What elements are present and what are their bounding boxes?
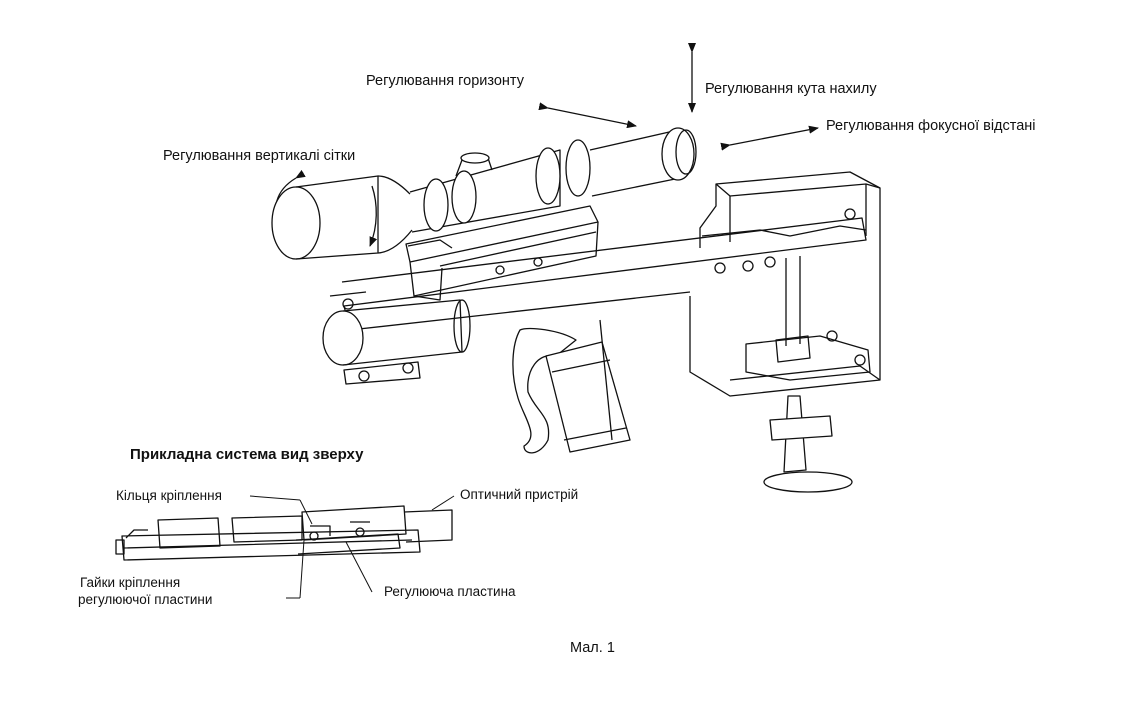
label-tilt: Регулювання кута нахилу xyxy=(705,81,877,97)
top-view-drawing xyxy=(115,505,453,561)
leader-lines xyxy=(249,495,455,599)
label-nuts-2: регулюючої пластини xyxy=(78,592,213,607)
label-plate: Регулююча пластина xyxy=(384,584,516,599)
label-nuts-1: Гайки кріплення xyxy=(80,575,181,590)
top-view-heading: Прикладна система вид зверху xyxy=(130,446,364,463)
rear-box xyxy=(689,171,881,493)
label-focus: Регулювання фокусної відстані xyxy=(826,118,1036,134)
scope-mount xyxy=(405,205,599,301)
grip xyxy=(512,319,631,454)
horizon-arrow xyxy=(538,102,637,129)
main-body xyxy=(322,217,867,385)
label-horizon: Регулювання горизонту xyxy=(366,73,524,89)
label-optic: Оптичний пристрій xyxy=(460,487,579,502)
label-rings: Кільця кріплення xyxy=(116,488,222,503)
focus-arrow xyxy=(720,125,819,151)
optical-scope xyxy=(271,127,697,260)
figure-caption: Мал. 1 xyxy=(570,640,615,656)
label-vertical: Регулювання вертикалі сітки xyxy=(163,148,356,164)
